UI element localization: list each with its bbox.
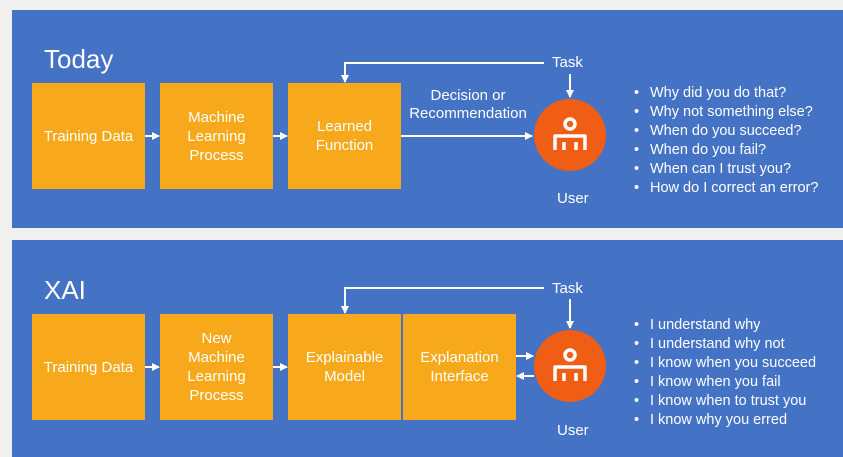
- today-title: Today: [44, 44, 114, 74]
- list-item: I know why you erred: [632, 411, 816, 430]
- user-icon: [553, 117, 587, 150]
- today-learned-function-box: Learned Function: [288, 83, 401, 189]
- xai-task-label: Task: [552, 280, 583, 297]
- xai-explanation-interface-box: Explanation Interface: [403, 314, 516, 420]
- list-item: I know when you fail: [632, 373, 816, 392]
- list-item: I know when to trust you: [632, 392, 816, 411]
- today-decision-label: Decision or Recommendation: [409, 87, 527, 122]
- arrow-task-to-learned: [341, 62, 544, 83]
- xai-statements-list: I understand why I understand why not I …: [632, 316, 816, 430]
- list-item: When can I trust you?: [632, 160, 818, 179]
- list-item: Why not something else?: [632, 103, 818, 122]
- user-icon: [553, 348, 587, 381]
- xai-new-ml-process-box: New Machine Learning Process: [160, 314, 273, 420]
- list-item: Why did you do that?: [632, 84, 818, 103]
- arrow-task-to-model: [341, 287, 544, 314]
- list-item: I understand why: [632, 316, 816, 335]
- list-item: How do I correct an error?: [632, 179, 818, 198]
- today-user-circle: [534, 99, 606, 171]
- xai-title: XAI: [44, 275, 86, 305]
- xai-user-circle: [534, 330, 606, 402]
- today-training-data-box: Training Data: [32, 83, 145, 189]
- list-item: When do you succeed?: [632, 122, 818, 141]
- today-questions-list: Why did you do that? Why not something e…: [632, 84, 818, 198]
- today-user-label: User: [557, 190, 589, 207]
- list-item: When do you fail?: [632, 141, 818, 160]
- today-task-label: Task: [552, 54, 583, 71]
- xai-explainable-model-box: Explainable Model: [288, 314, 401, 420]
- xai-training-data-box: Training Data: [32, 314, 145, 420]
- xai-user-label: User: [557, 422, 589, 439]
- list-item: I understand why not: [632, 335, 816, 354]
- list-item: I know when you succeed: [632, 354, 816, 373]
- today-ml-process-box: Machine Learning Process: [160, 83, 273, 189]
